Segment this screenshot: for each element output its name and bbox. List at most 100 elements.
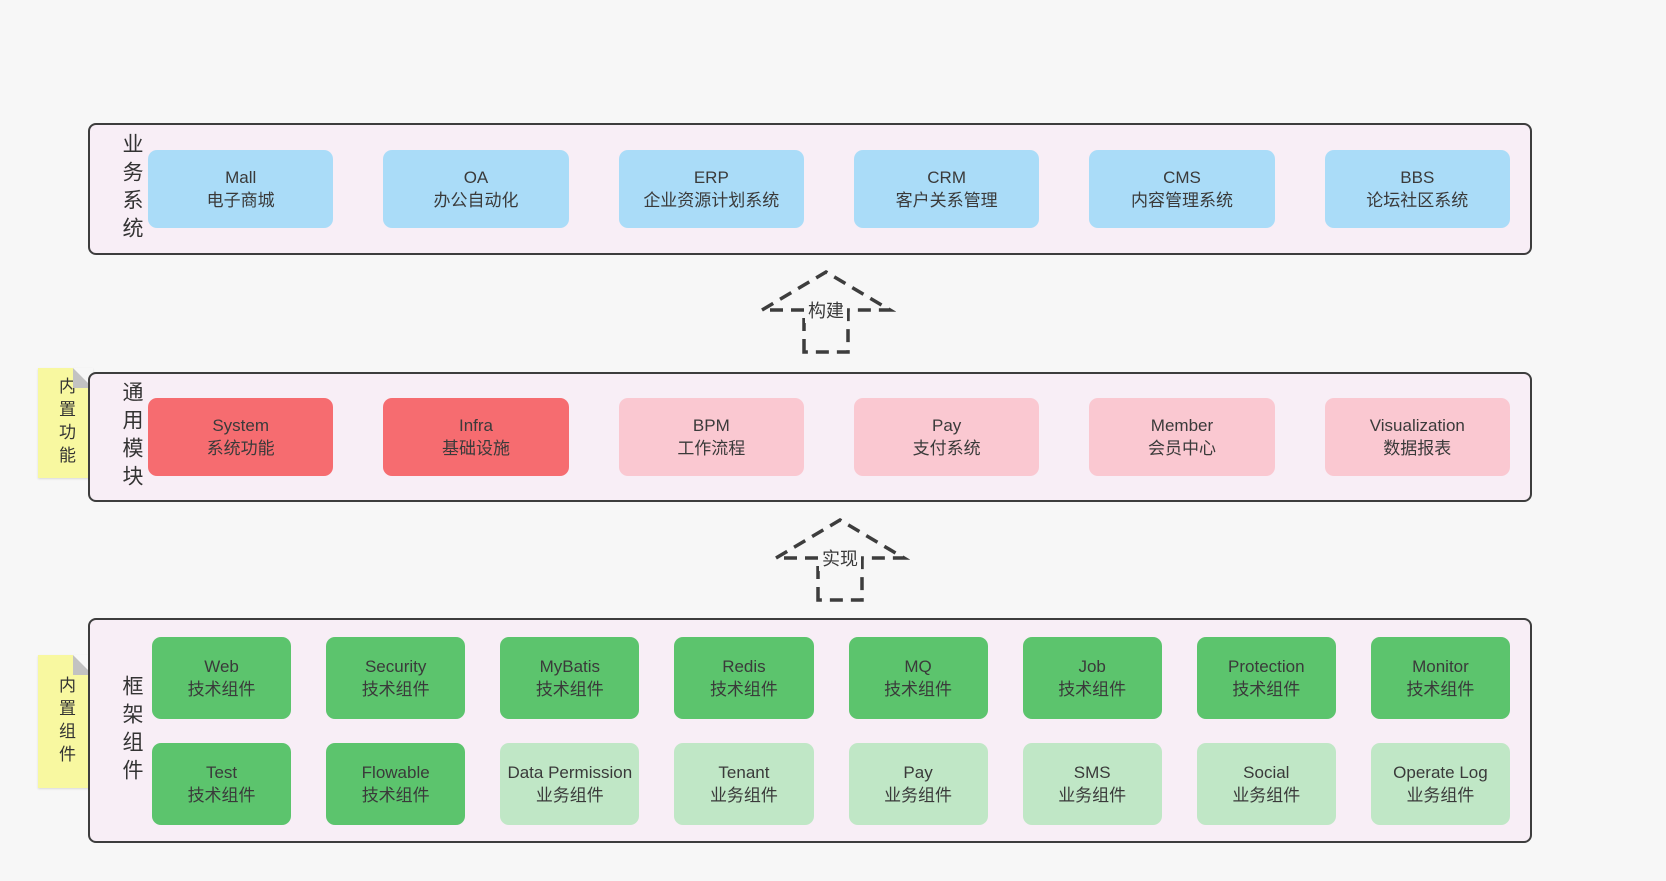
box-title: MQ <box>904 656 932 676</box>
box-title: Job <box>1078 656 1106 676</box>
box-job: Job 技术组件 <box>1022 636 1162 719</box>
box-mybatis: MyBatis 技术组件 <box>500 636 640 719</box>
box-security: Security 技术组件 <box>326 636 466 719</box>
band-label-common-modules: 通用模块 <box>120 381 143 493</box>
box-title: Test <box>205 762 238 782</box>
arrow-build: 构建 <box>755 266 897 356</box>
box-infra: Infra 基础设施 <box>383 398 569 476</box>
box-title: Monitor <box>1412 656 1469 676</box>
box-title: Tenant <box>718 762 770 782</box>
box-title: Member <box>1150 416 1214 435</box>
box-subtitle: 企业资源计划系统 <box>643 191 780 210</box>
box-subtitle: 客户关系管理 <box>895 191 998 210</box>
box-title: MyBatis <box>539 656 601 676</box>
arrow-implement: 实现 <box>769 514 911 604</box>
box-data-permission: Data Permission 业务组件 <box>500 742 640 825</box>
box-subtitle: 技术组件 <box>1058 679 1127 699</box>
box-tenant: Tenant 业务组件 <box>674 742 814 825</box>
framework-row-1: Web 技术组件 Security 技术组件 MyBatis 技术组件 Redi… <box>152 636 1510 719</box>
box-subtitle: 技术组件 <box>1232 679 1301 699</box>
box-title: CMS <box>1163 168 1201 187</box>
box-title: System <box>212 416 269 435</box>
box-subtitle: 业务组件 <box>535 785 604 805</box>
band-label-business-systems: 业务系统 <box>120 133 143 245</box>
box-title: Data Permission <box>507 762 633 782</box>
box-bpm: BPM 工作流程 <box>618 398 804 476</box>
box-member: Member 会员中心 <box>1089 398 1275 476</box>
box-title: Operate Log <box>1393 762 1488 782</box>
box-subtitle: 技术组件 <box>709 679 778 699</box>
box-title: Mall <box>225 168 257 187</box>
band-framework-components: 框架组件 Web 技术组件 Security 技术组件 MyBatis 技术组件… <box>88 618 1532 843</box>
box-pay: Pay 支付系统 <box>853 398 1040 476</box>
box-subtitle: 业务组件 <box>884 785 953 805</box>
box-oa: OA 办公自动化 <box>383 150 569 228</box>
box-subtitle: 技术组件 <box>535 679 604 699</box>
sticky-tab-built-in-components: 内置组件 <box>38 655 93 788</box>
box-subtitle: 会员中心 <box>1147 439 1216 458</box>
box-test: Test 技术组件 <box>152 742 292 825</box>
up-arrow-icon: 构建 <box>755 269 897 354</box>
band-common-modules: 通用模块 System 系统功能 Infra 基础设施 BPM 工作流程 Pay… <box>88 372 1532 502</box>
band-business-systems: 业务系统 Mall 电子商城 OA 办公自动化 ERP 企业资源计划系统 CRM… <box>88 123 1532 255</box>
box-subtitle: 系统功能 <box>206 439 275 458</box>
sticky-tab-label: 内置组件 <box>56 675 75 768</box>
arrow-build-label: 构建 <box>808 301 844 321</box>
box-title: Infra <box>458 416 493 435</box>
up-arrow-icon: 实现 <box>769 517 911 602</box>
box-web: Web 技术组件 <box>152 636 292 719</box>
box-title: Protection <box>1228 656 1305 676</box>
box-crm: CRM 客户关系管理 <box>853 150 1040 228</box>
box-title: Redis <box>722 656 766 676</box>
box-subtitle: 技术组件 <box>361 785 430 805</box>
box-protection: Protection 技术组件 <box>1196 636 1336 719</box>
box-flowable: Flowable 技术组件 <box>326 742 466 825</box>
box-subtitle: 数据报表 <box>1383 439 1452 458</box>
box-subtitle: 技术组件 <box>187 679 256 699</box>
box-subtitle: 业务组件 <box>709 785 778 805</box>
box-subtitle: 支付系统 <box>912 439 981 458</box>
box-title: Web <box>204 656 239 676</box>
box-subtitle: 技术组件 <box>361 679 430 699</box>
box-subtitle: 内容管理系统 <box>1130 191 1233 210</box>
framework-components-grid: Web 技术组件 Security 技术组件 MyBatis 技术组件 Redi… <box>142 636 1510 825</box>
box-bbs: BBS 论坛社区系统 <box>1324 150 1510 228</box>
box-subtitle: 业务组件 <box>1058 785 1127 805</box>
common-modules-row: System 系统功能 Infra 基础设施 BPM 工作流程 Pay 支付系统… <box>148 398 1510 476</box>
business-systems-row: Mall 电子商城 OA 办公自动化 ERP 企业资源计划系统 CRM 客户关系… <box>148 150 1510 228</box>
box-visualization: Visualization 数据报表 <box>1324 398 1510 476</box>
box-subtitle: 技术组件 <box>884 679 953 699</box>
box-title: Pay <box>932 416 962 435</box>
box-title: Visualization <box>1369 416 1465 435</box>
sticky-tab-built-in-features: 内置功能 <box>38 368 93 478</box>
box-title: Security <box>364 656 427 676</box>
box-title: Social <box>1243 762 1290 782</box>
box-operate-log: Operate Log 业务组件 <box>1370 742 1510 825</box>
box-subtitle: 技术组件 <box>1406 679 1475 699</box>
box-subtitle: 技术组件 <box>187 785 256 805</box>
box-sms: SMS 业务组件 <box>1022 742 1162 825</box>
box-title: BBS <box>1400 168 1435 187</box>
box-subtitle: 业务组件 <box>1406 785 1475 805</box>
box-title: CRM <box>927 168 966 187</box>
box-subtitle: 电子商城 <box>206 191 275 210</box>
box-title: Flowable <box>361 762 430 782</box>
box-mall: Mall 电子商城 <box>148 150 334 228</box>
box-cms: CMS 内容管理系统 <box>1089 150 1275 228</box>
box-subtitle: 基础设施 <box>441 439 510 458</box>
band-label-framework-components: 框架组件 <box>120 674 143 787</box>
sticky-tab-label: 内置功能 <box>56 377 75 469</box>
box-erp: ERP 企业资源计划系统 <box>618 150 804 228</box>
framework-row-2: Test 技术组件 Flowable 技术组件 Data Permission … <box>152 742 1510 825</box>
box-title: ERP <box>693 168 729 187</box>
box-title: OA <box>463 168 489 187</box>
box-title: BPM <box>692 416 730 435</box>
box-title: Pay <box>903 762 933 782</box>
box-subtitle: 论坛社区系统 <box>1366 191 1469 210</box>
box-pay-component: Pay 业务组件 <box>848 742 988 825</box>
box-mq: MQ 技术组件 <box>848 636 988 719</box>
box-title: SMS <box>1073 762 1111 782</box>
box-subtitle: 工作流程 <box>677 439 746 458</box>
box-system: System 系统功能 <box>148 398 334 476</box>
